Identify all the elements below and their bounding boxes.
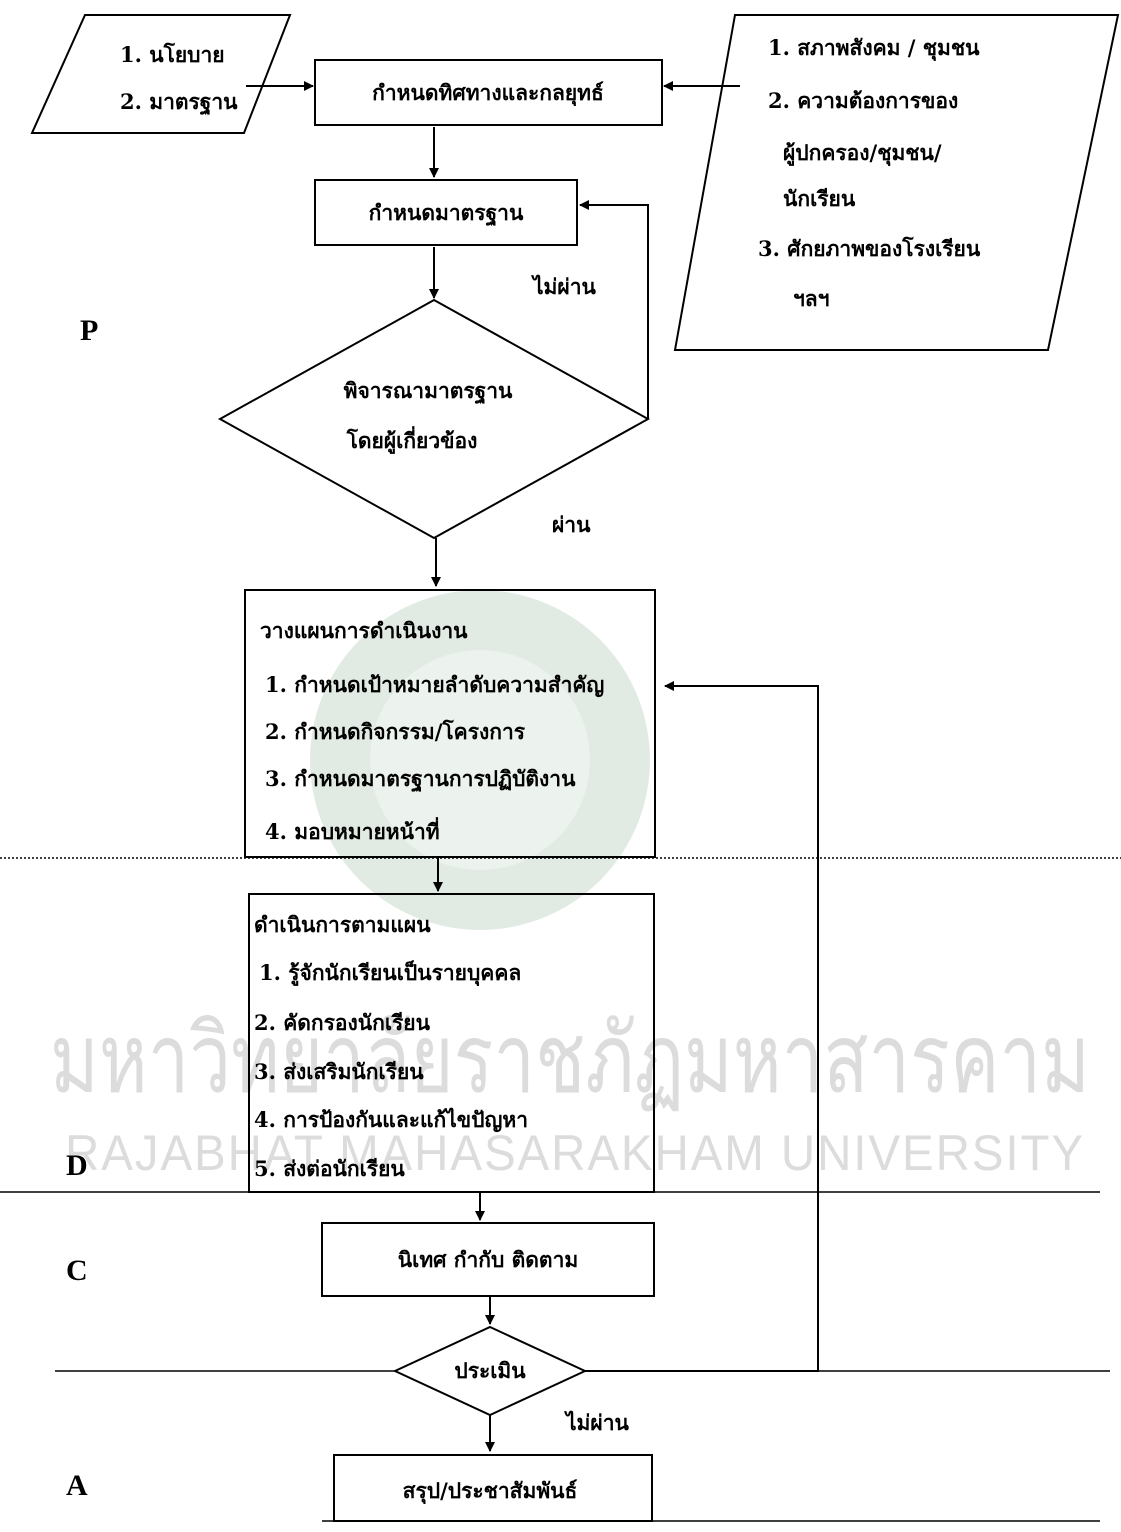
input-right-line5: 3. ศักยภาพของโรงเรียน xyxy=(758,236,981,261)
phase-label-c: C xyxy=(66,1254,88,1287)
plan-item-4: 4. มอบหมายหน้าที่ xyxy=(265,816,440,844)
input-right-line6: ฯลฯ xyxy=(793,286,829,311)
execute-title: ดำเนินการตามแผน xyxy=(254,912,431,937)
label-fail-top: ไม่ผ่าน xyxy=(531,274,597,299)
input-left-line1: 1. นโยบาย xyxy=(120,42,225,67)
input-context-needs: 1. สภาพสังคม / ชุมชน 2. ความต้องการของ ผ… xyxy=(673,14,1120,351)
arrow-fail-loop-top xyxy=(579,200,649,419)
box-execute: ดำเนินการตามแผน 1. รู้จักนักเรียนเป็นราย… xyxy=(248,893,655,1193)
watermark: มหาวิทยาลัยราชภัฏมหาสารคาม RAJABHAT MAHA… xyxy=(50,590,1090,1181)
plan-item-1: 1. กำหนดเป้าหมายลำดับความสำคัญ xyxy=(265,672,604,698)
box-monitor-label: นิเทศ กำกับ ติดตาม xyxy=(398,1247,578,1272)
decision-evaluate: ประเมิน xyxy=(392,1325,588,1417)
decision-review-line1: พิจารณามาตรฐาน xyxy=(344,378,513,405)
input-right-line2: 2. ความต้องการของ xyxy=(768,88,958,113)
label-pass: ผ่าน xyxy=(552,512,591,537)
phase-label-d: D xyxy=(66,1149,88,1182)
execute-item-2: 2. คัดกรองนักเรียน xyxy=(254,1010,431,1035)
input-right-line4: นักเรียน xyxy=(783,186,856,211)
box-direction: กำหนดทิศทางและกลยุทธ์ xyxy=(314,59,663,126)
watermark-english: RAJABHAT MAHASARAKHAM UNIVERSITY xyxy=(65,1125,1085,1181)
execute-item-4: 4. การป้องกันและแก้ไขปัญหา xyxy=(254,1107,528,1133)
box-plan: วางแผนการดำเนินงาน 1. กำหนดเป้าหมายลำดับ… xyxy=(244,589,656,858)
box-standard-label: กำหนดมาตรฐาน xyxy=(369,200,524,227)
plan-title: วางแผนการดำเนินงาน xyxy=(260,618,468,643)
box-direction-label: กำหนดทิศทางและกลยุทธ์ xyxy=(372,80,604,107)
plan-item-3: 3. กำหนดมาตรฐานการปฏิบัติงาน xyxy=(265,766,576,793)
decision-review-line2: โดยผู้เกี่ยวข้อง xyxy=(346,425,478,455)
input-left-line2: 2. มาตรฐาน xyxy=(120,89,238,116)
execute-item-1: 1. รู้จักนักเรียนเป็นรายบุคคล xyxy=(259,959,521,987)
execute-item-3: 3. ส่งเสริมนักเรียน xyxy=(254,1059,424,1084)
university-seal-icon xyxy=(310,590,650,930)
input-policy-standard: 1. นโยบาย 2. มาตรฐาน xyxy=(30,14,292,134)
execute-item-5: 5. ส่งต่อนักเรียน xyxy=(254,1156,405,1181)
phase-label-p: P xyxy=(80,314,98,347)
phase-label-a: A xyxy=(66,1469,88,1502)
label-fail-bottom: ไม่ผ่าน xyxy=(564,1410,630,1435)
watermark-thai: มหาวิทยาลัยราชภัฏมหาสารคาม xyxy=(50,1006,1090,1113)
box-monitor: นิเทศ กำกับ ติดตาม xyxy=(321,1222,655,1297)
box-standard: กำหนดมาตรฐาน xyxy=(314,179,578,246)
box-summary-label: สรุป/ประชาสัมพันธ์ xyxy=(403,1478,578,1505)
input-right-line1: 1. สภาพสังคม / ชุมชน xyxy=(768,35,980,62)
input-right-line3: ผู้ปกครอง/ชุมชน/ xyxy=(783,140,942,167)
decision-review: พิจารณามาตรฐาน โดยผู้เกี่ยวข้อง xyxy=(217,298,651,540)
box-summary: สรุป/ประชาสัมพันธ์ xyxy=(333,1454,653,1522)
arrow-feedback-to-plan xyxy=(585,681,819,1372)
plan-item-2: 2. กำหนดกิจกรรม/โครงการ xyxy=(265,719,526,744)
decision-evaluate-label: ประเมิน xyxy=(454,1358,526,1383)
